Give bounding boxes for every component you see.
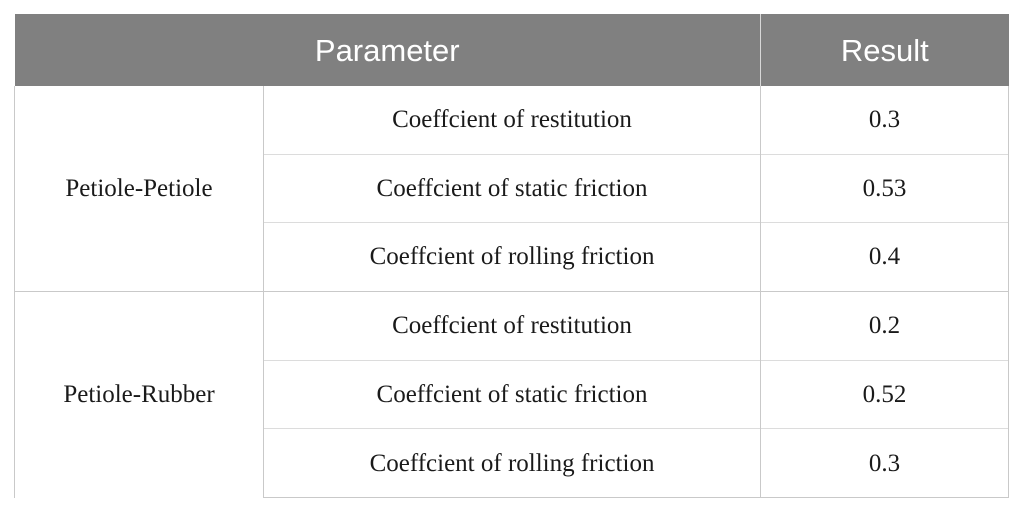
column-header-result: Result (760, 14, 1009, 86)
parameter-cell: Coeffcient of restitution (263, 291, 762, 361)
result-cell: 0.4 (760, 222, 1010, 292)
table-row: Coeffcient of rolling friction 0.3 (15, 428, 1010, 499)
result-cell: 0.3 (760, 428, 1010, 499)
header-row: Parameter Result (14, 14, 1009, 86)
parameter-results-table-container: Parameter Result Petiole-Petiole Coeffci… (14, 14, 1010, 499)
parameter-cell: Coeffcient of static friction (263, 359, 762, 429)
table-row: Coeffcient of rolling friction 0.4 (15, 222, 1010, 292)
table-row: Coeffcient of static friction 0.53 (15, 153, 1010, 223)
table-body: Petiole-Petiole Coeffcient of restitutio… (14, 86, 1010, 499)
table-row: Petiole-Rubber Coeffcient of restitution… (14, 291, 1010, 498)
result-cell: 0.52 (760, 359, 1010, 429)
table-row: Petiole-Petiole Coeffcient of restitutio… (14, 86, 1010, 292)
parameter-results-table: Parameter Result Petiole-Petiole Coeffci… (14, 14, 1010, 499)
parameter-cell: Coeffcient of rolling friction (263, 222, 762, 292)
parameter-cell: Coeffcient of static friction (263, 153, 762, 223)
result-cell: 0.53 (760, 153, 1010, 223)
table-header: Parameter Result (14, 14, 1009, 86)
result-cell: 0.2 (760, 291, 1010, 361)
result-cell: 0.3 (760, 86, 1010, 155)
row-group-label-petiole-rubber: Petiole-Rubber (14, 291, 264, 498)
column-header-parameter: Parameter (14, 14, 762, 86)
row-group-label-petiole-petiole: Petiole-Petiole (14, 86, 264, 292)
table-row: Coeffcient of static friction 0.52 (15, 359, 1010, 429)
parameter-cell: Coeffcient of rolling friction (263, 428, 762, 499)
parameter-cell: Coeffcient of restitution (263, 86, 762, 155)
